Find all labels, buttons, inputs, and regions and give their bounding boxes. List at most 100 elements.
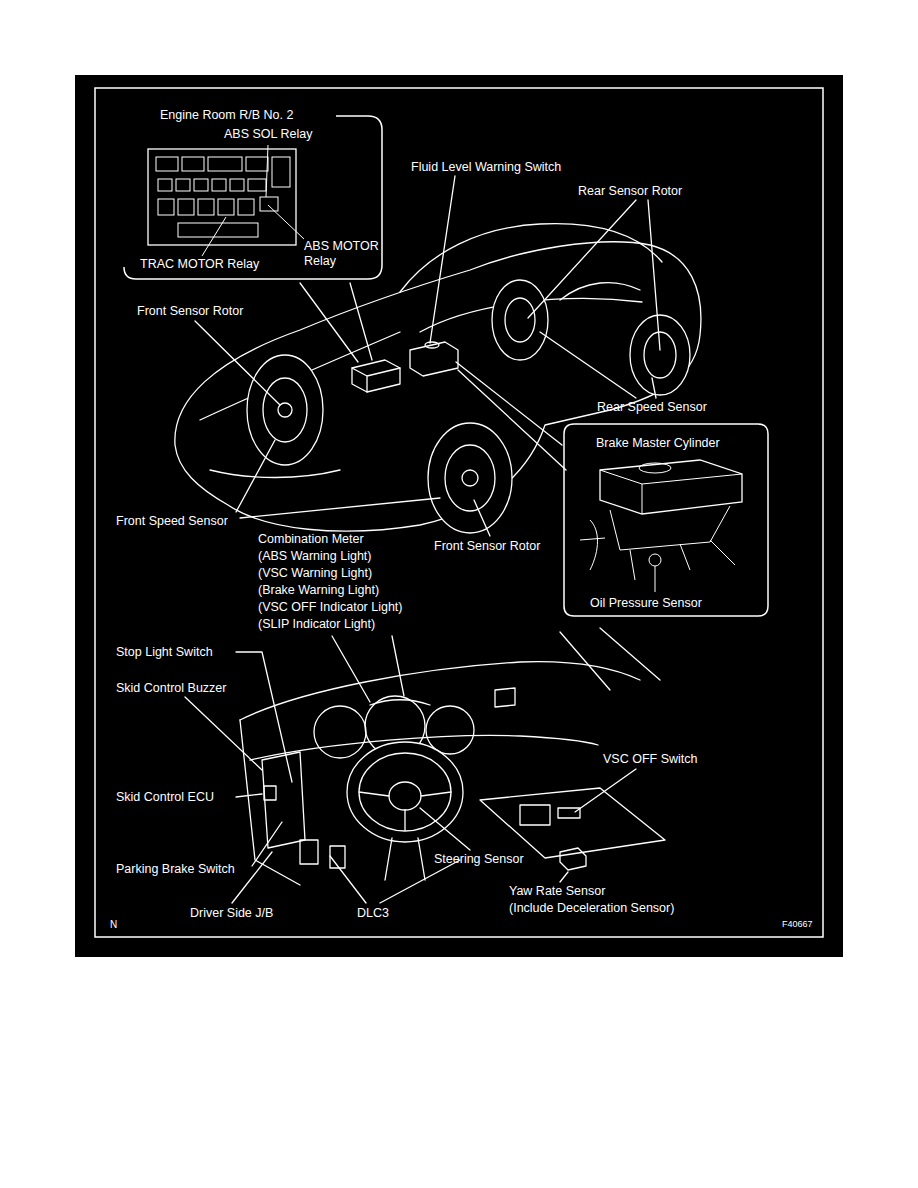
drawing-rect	[176, 179, 190, 191]
leader-line	[420, 808, 470, 850]
leader-line	[195, 321, 280, 405]
drawing-rect	[158, 179, 172, 191]
front-left-wheel	[247, 355, 323, 465]
drawing-g	[175, 176, 701, 903]
leader-line	[540, 332, 656, 398]
part-label: Skid Control ECU	[116, 790, 214, 805]
part-label: Rear Speed Sensor	[597, 400, 707, 415]
part-label: VSC OFF Switch	[603, 752, 697, 767]
part-label: ABS MOTOR Relay	[304, 239, 384, 269]
vent	[495, 688, 515, 707]
pedal	[300, 840, 318, 864]
drawing-rect	[198, 199, 214, 215]
leader-line	[232, 852, 272, 903]
steering-wheel	[347, 742, 463, 842]
lower-panel	[262, 752, 305, 848]
part-label: Front Sensor Rotor	[137, 304, 243, 319]
part-label: Front Speed Sensor	[116, 514, 228, 529]
drawing-rect	[230, 179, 244, 191]
part-label: Parking Brake Switch	[116, 862, 235, 877]
leader-line	[528, 200, 660, 350]
front-bumper	[210, 470, 340, 478]
front-left-rotor	[263, 378, 307, 442]
switch-panel	[558, 808, 580, 818]
steering-wheel-inner	[359, 753, 451, 831]
rear-right-wheel	[630, 315, 690, 395]
part-label: (Include Deceleration Sensor)	[509, 901, 674, 916]
gauge	[314, 706, 366, 758]
leader-line	[236, 794, 262, 797]
part-label: Oil Pressure Sensor	[590, 596, 702, 611]
part-label: (SLIP Indicator Light)	[258, 617, 375, 632]
shift-gate	[520, 805, 550, 825]
meter-hood	[370, 700, 430, 705]
part-label: (VSC Warning Light)	[258, 566, 372, 581]
figure-code: F40667	[782, 917, 813, 932]
windshield-pillar	[560, 628, 660, 690]
part-label: (Brake Warning Light)	[258, 583, 379, 598]
front-right-hub	[462, 470, 478, 486]
leader-line	[332, 636, 404, 702]
part-label: Rear Sensor Rotor	[578, 184, 682, 199]
rear-window	[560, 283, 640, 300]
leader-line	[430, 176, 455, 343]
leader-line	[236, 652, 292, 782]
rear-left-rotor	[505, 298, 535, 342]
drawing-rect	[194, 179, 208, 191]
callout-heading: Brake Master Cylinder	[596, 436, 720, 451]
drawing-rect	[182, 157, 204, 171]
part-label: TRAC MOTOR Relay	[140, 257, 259, 272]
part-label: DLC3	[357, 906, 389, 921]
actuator-box	[352, 360, 400, 392]
page-ground	[75, 75, 843, 957]
part-label: (VSC OFF Indicator Light)	[258, 600, 403, 615]
drawing-path	[580, 520, 735, 580]
part-label: Front Sensor Rotor	[434, 539, 540, 554]
drawing-path	[610, 506, 730, 550]
center-console	[480, 788, 665, 858]
drawing-rect	[212, 179, 226, 191]
callout-bubble: Engine Room R/B No. 2 ABS SOL RelayABS MO…	[118, 105, 392, 283]
drawing-path	[600, 460, 742, 514]
part-label: Driver Side J/B	[190, 906, 273, 921]
part-label: Skid Control Buzzer	[116, 681, 226, 696]
reservoir-cap	[425, 342, 439, 348]
drawing-rect	[238, 199, 254, 215]
gauge	[426, 706, 474, 754]
pedal	[330, 846, 345, 868]
callout-pointer	[300, 283, 372, 362]
bubble-border	[124, 116, 382, 279]
drawing-rect	[246, 157, 268, 171]
leader-line	[575, 769, 636, 812]
drawing-rect	[178, 199, 194, 215]
bubble-outline	[560, 420, 772, 622]
drawing-ellipse	[639, 463, 671, 473]
bubble-border	[564, 424, 768, 616]
callout-pointer	[456, 362, 566, 470]
rear-right-rotor	[644, 332, 676, 378]
drawing-rect	[260, 197, 278, 211]
drawing-rect	[148, 149, 296, 245]
part-label: ABS SOL Relay	[224, 127, 312, 142]
drawing-rect	[218, 199, 234, 215]
front-right-wheel	[428, 423, 512, 533]
actuator-edge	[352, 368, 400, 392]
front-right-rotor	[445, 445, 495, 511]
part-label: Fluid Level Warning Switch	[411, 160, 561, 175]
drawing-rect	[272, 157, 290, 187]
drawing-rect	[156, 157, 178, 171]
part-label: (ABS Warning Light)	[258, 549, 371, 564]
ecu-box	[264, 786, 276, 800]
part-label: Stop Light Switch	[116, 645, 213, 660]
drawing-rect	[248, 179, 266, 191]
frame-border	[95, 88, 823, 937]
callout-bubble: Brake Master CylinderOil Pressure Sensor	[560, 420, 772, 622]
callout-heading: Engine Room R/B No. 2	[160, 108, 293, 123]
drawing-rect	[208, 157, 242, 171]
door-panel	[240, 720, 300, 885]
leader-line	[185, 697, 262, 770]
steering-spoke	[359, 792, 451, 830]
drawing-path	[202, 145, 304, 256]
drawing-path	[600, 470, 742, 514]
